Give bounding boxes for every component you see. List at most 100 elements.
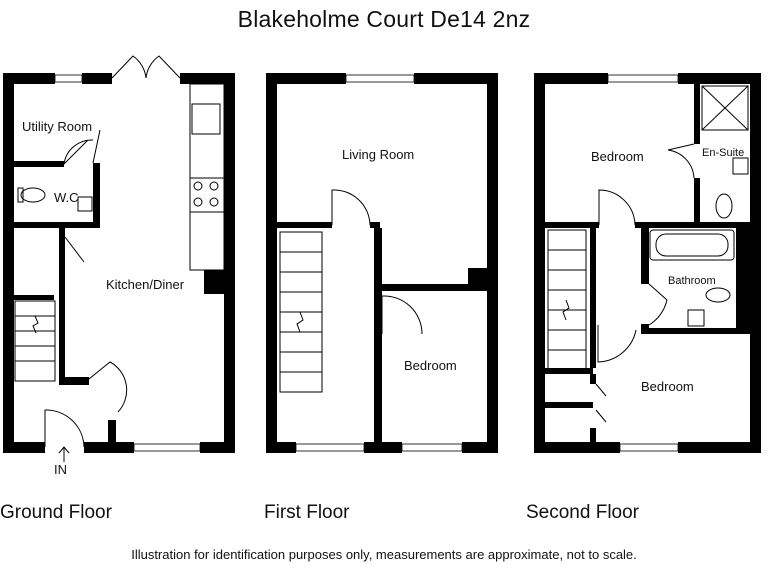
first-bottom-wall-mid bbox=[364, 442, 402, 453]
ensuite-basin bbox=[732, 157, 749, 175]
bathroom-right-block bbox=[736, 228, 761, 328]
first-top-window bbox=[345, 74, 415, 83]
utility-door bbox=[92, 129, 101, 164]
bathroom-door bbox=[648, 283, 668, 326]
wc-toilet bbox=[20, 187, 46, 203]
ground-top-window bbox=[54, 74, 83, 83]
bathroom-door-jamb bbox=[641, 324, 649, 330]
room-label-living: Living Room bbox=[342, 147, 414, 162]
cupboard-jamb-1 bbox=[590, 374, 596, 384]
kitchen-door bbox=[83, 361, 128, 413]
room-label-second-bedroom-2: Bedroom bbox=[641, 379, 694, 394]
room-label-second-bedroom: Bedroom bbox=[591, 149, 644, 164]
second-left-wall bbox=[534, 73, 545, 453]
wc-door bbox=[63, 139, 94, 165]
first-floor-label: First Floor bbox=[264, 502, 350, 523]
stair-top-wall bbox=[14, 295, 54, 300]
plan-title: Blakeholme Court De14 2nz bbox=[237, 6, 531, 32]
ensuite-left-wall bbox=[694, 84, 700, 144]
first-bottom-wall-right bbox=[462, 442, 498, 453]
cupboard-doors bbox=[595, 383, 607, 423]
second-bedroom-door bbox=[598, 189, 636, 226]
hob bbox=[189, 177, 225, 213]
ground-bottom-window bbox=[133, 443, 201, 452]
hall-door bbox=[64, 236, 85, 263]
second-top-wall-left bbox=[534, 73, 608, 84]
ground-bottom-wall-right bbox=[200, 442, 235, 453]
ensuite-left-wall-lower bbox=[694, 178, 700, 224]
second-landing-top-wall-left bbox=[545, 222, 599, 228]
room-label-first-bedroom: Bedroom bbox=[404, 358, 457, 373]
room-label-ensuite: En-Suite bbox=[702, 147, 744, 159]
first-bottom-window-left bbox=[295, 443, 365, 452]
bathroom-bottom-wall bbox=[641, 328, 761, 334]
ground-floor-plan: Utility Room W.C Kitchen/Diner IN bbox=[3, 55, 235, 477]
bathtub bbox=[649, 229, 735, 261]
hall-stair-wall bbox=[59, 298, 65, 383]
second-floor-plan: Bedroom En-Suite Bathroom Bedroom bbox=[534, 73, 761, 453]
second-bottom-wall-left bbox=[534, 442, 620, 453]
ground-top-wall-right bbox=[180, 73, 235, 84]
ground-bottom-wall-left bbox=[3, 442, 45, 453]
living-bottom-wall-left bbox=[277, 222, 332, 228]
ground-top-wall-mid bbox=[82, 73, 112, 84]
kitchen-pillar bbox=[204, 270, 224, 294]
utility-wc-wall bbox=[14, 161, 64, 167]
ground-bottom-wall-mid bbox=[84, 442, 134, 453]
room-label-kitchen: Kitchen/Diner bbox=[106, 277, 185, 292]
ensuite-door bbox=[667, 143, 695, 179]
entrance-door bbox=[44, 409, 85, 448]
entrance-label: IN bbox=[54, 462, 67, 477]
first-bottom-window-right bbox=[401, 443, 463, 452]
second-top-wall-right bbox=[678, 73, 761, 84]
first-bottom-wall-left bbox=[266, 442, 296, 453]
wc-basin bbox=[77, 196, 93, 212]
room-label-bathroom: Bathroom bbox=[668, 275, 716, 287]
living-door bbox=[331, 189, 371, 226]
second-stairs bbox=[547, 229, 587, 371]
bathroom-basin bbox=[687, 309, 705, 327]
ensuite-toilet bbox=[715, 193, 733, 219]
ground-right-wall bbox=[224, 73, 235, 453]
second-stair-wall bbox=[590, 228, 596, 368]
first-bedroom-door bbox=[381, 295, 423, 335]
first-left-wall bbox=[266, 73, 277, 453]
shower-tray bbox=[701, 85, 749, 131]
second-top-window bbox=[607, 74, 679, 83]
living-bottom-wall-right bbox=[370, 222, 380, 228]
second-bottom-wall-right bbox=[678, 442, 761, 453]
cupboard-mid-wall bbox=[545, 402, 593, 408]
bathroom-left-wall bbox=[641, 228, 649, 284]
ground-top-wall-left bbox=[3, 73, 55, 84]
first-top-wall-left bbox=[266, 73, 346, 84]
kitchen-sink bbox=[191, 103, 221, 135]
entrance-arrow-icon bbox=[58, 446, 70, 462]
first-stairs bbox=[279, 231, 323, 393]
wc-bottom-wall bbox=[14, 222, 100, 228]
hall-corner-wall bbox=[59, 377, 89, 385]
cupboard-top-wall bbox=[545, 368, 593, 374]
bathroom-toilet bbox=[705, 287, 731, 303]
first-floor-plan: Living Room Bedroom bbox=[266, 73, 498, 453]
disclaimer-footer: Illustration for identification purposes… bbox=[131, 547, 637, 562]
cupboard-jamb-2 bbox=[590, 428, 596, 442]
second-floor-label: Second Floor bbox=[526, 502, 640, 523]
second-landing-top-wall-right bbox=[635, 222, 761, 228]
wc-right-wall bbox=[93, 163, 100, 228]
first-pillar bbox=[468, 268, 487, 284]
french-doors bbox=[111, 55, 181, 79]
first-right-wall bbox=[487, 73, 498, 453]
room-label-utility: Utility Room bbox=[22, 119, 92, 134]
entry-wall bbox=[108, 420, 116, 442]
bedroom-top-wall bbox=[382, 284, 487, 291]
kitchen-worktop bbox=[189, 83, 225, 271]
first-top-wall-right bbox=[414, 73, 498, 84]
second-bottom-window bbox=[619, 443, 679, 452]
first-landing-wall bbox=[374, 228, 382, 442]
room-label-wc: W.C bbox=[54, 190, 79, 205]
hall-partition bbox=[59, 228, 65, 298]
ground-stairs bbox=[14, 300, 56, 382]
ground-left-wall bbox=[3, 73, 14, 453]
ground-floor-label: Ground Floor bbox=[0, 502, 112, 523]
